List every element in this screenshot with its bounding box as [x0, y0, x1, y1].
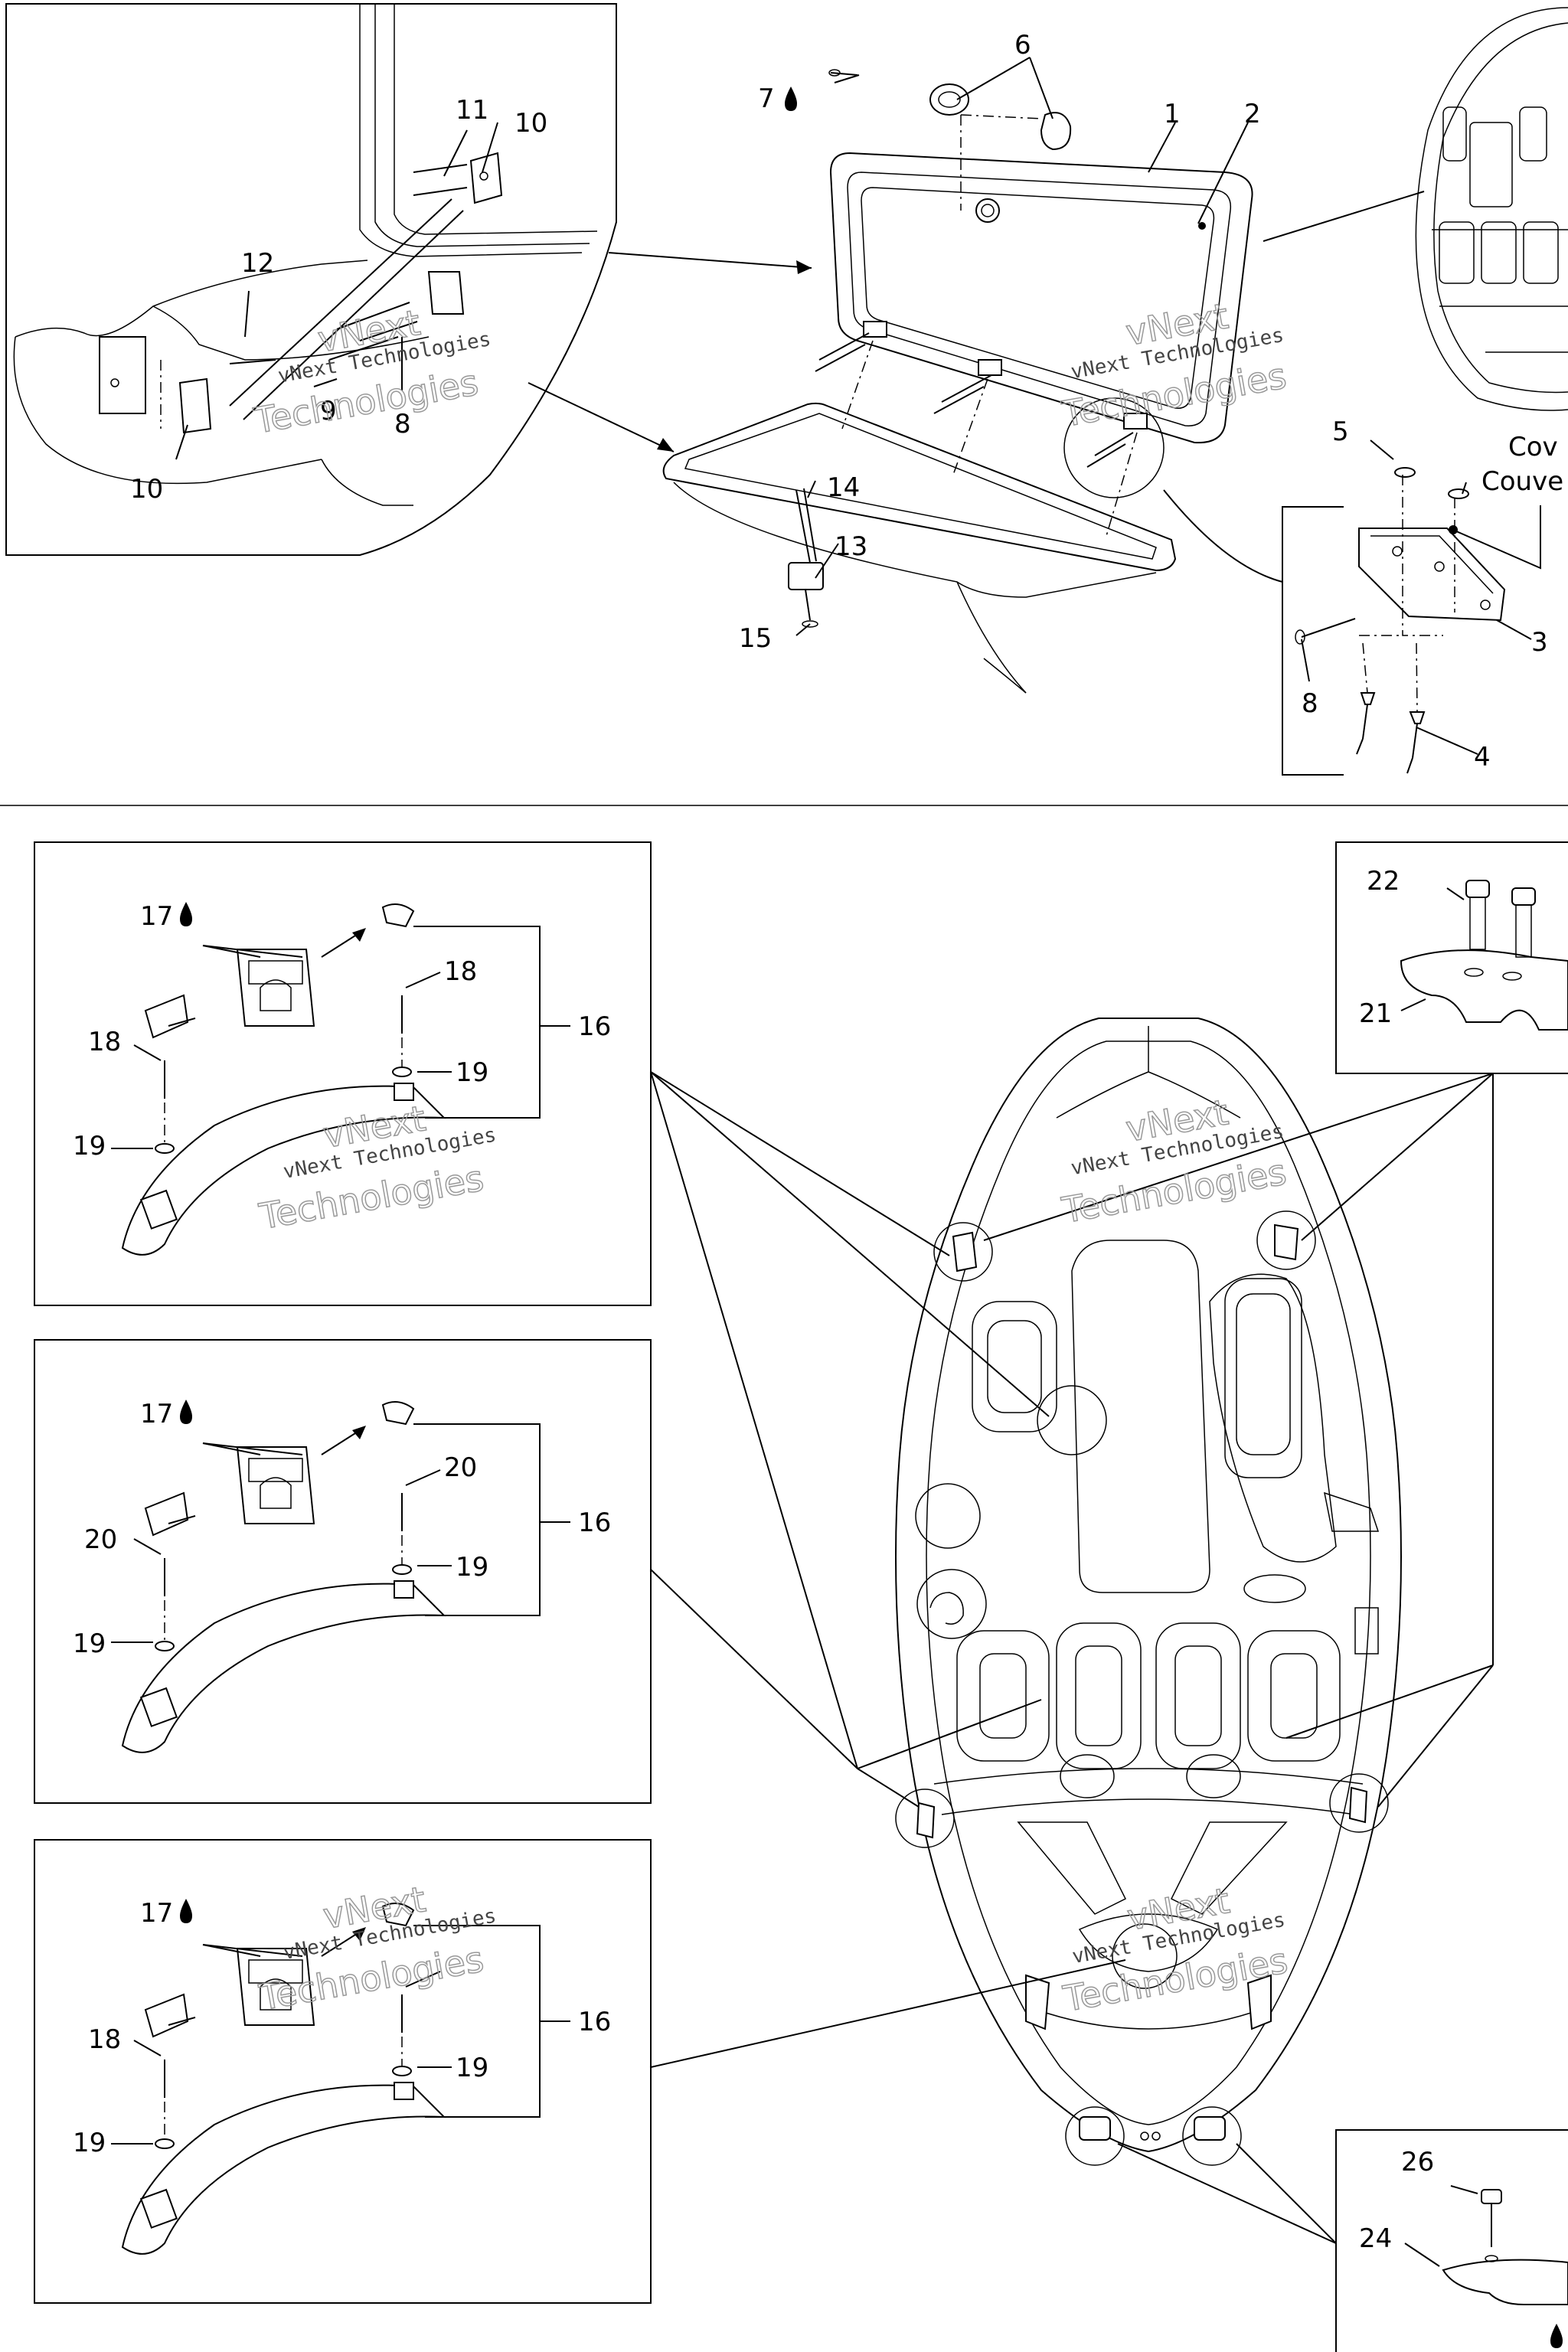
bumper-detail-box-3 [34, 1839, 652, 2304]
callout-12: 12 [241, 248, 274, 279]
callout-labels: 1 2 3 4 5 6 7 8 8 9 10 10 11 12 13 14 15… [73, 30, 1563, 2254]
callout-1: 1 [1164, 99, 1181, 129]
callout-17a: 17 [140, 901, 173, 932]
callout-19d: 19 [73, 1628, 106, 1659]
drop-icon [785, 87, 797, 111]
detail-frame-hinge [5, 3, 617, 556]
hull-thumbnail-top [1415, 7, 1568, 411]
callout-10a: 10 [514, 108, 547, 139]
callout-8a: 8 [394, 409, 411, 439]
hinge-detail-frame [1282, 467, 1506, 776]
callout-11: 11 [456, 95, 488, 126]
callout-20b: 20 [84, 1524, 117, 1555]
callout-22: 22 [1367, 866, 1400, 897]
callout-19e: 19 [456, 2053, 488, 2083]
callout-19b: 19 [73, 1131, 106, 1161]
callout-17b: 17 [140, 1399, 173, 1429]
callout-8b: 8 [1302, 688, 1318, 719]
callout-9: 9 [320, 396, 337, 426]
drop-icon [1550, 2324, 1563, 2348]
callout-20a: 20 [444, 1452, 477, 1483]
callout-18b: 18 [88, 1027, 121, 1057]
callout-10b: 10 [130, 474, 163, 505]
callout-17c: 17 [140, 1898, 173, 1929]
callout-3: 3 [1531, 627, 1548, 658]
bumper-detail-box-1 [34, 841, 652, 1306]
cover-note-line1: Cov [1508, 432, 1558, 462]
cleat-detail-box [1335, 841, 1568, 1074]
callout-21: 21 [1359, 998, 1392, 1029]
drop-icon [180, 902, 192, 926]
callout-16a: 16 [578, 1011, 611, 1042]
drop-icon [180, 1899, 192, 1923]
stern-detail-box [1335, 2129, 1568, 2352]
watercraft-hull-top-view [895, 1018, 1402, 2166]
drop-icons [180, 87, 1563, 2348]
drop-icon [180, 1400, 192, 1424]
bumper-detail-box-2 [34, 1339, 652, 1804]
callout-13: 13 [835, 531, 867, 562]
callout-14: 14 [827, 472, 860, 503]
storage-cover-lid [815, 152, 1253, 468]
callout-16c: 16 [578, 2007, 611, 2037]
callout-19a: 19 [456, 1057, 488, 1088]
callout-19f: 19 [73, 2128, 106, 2158]
callout-15: 15 [739, 623, 772, 654]
cap-parts [828, 69, 1072, 151]
top-leader-lines [175, 57, 1541, 755]
callout-7: 7 [758, 83, 775, 114]
callout-18a: 18 [444, 956, 477, 987]
bottom-leader-lines [650, 1071, 1494, 2244]
storage-bin [662, 114, 1177, 694]
cover-note-line2: Couve [1481, 466, 1563, 497]
callout-26: 26 [1401, 2147, 1434, 2177]
callout-5: 5 [1332, 416, 1349, 447]
callout-4: 4 [1474, 742, 1491, 773]
callout-6: 6 [1014, 30, 1031, 60]
callout-18c: 18 [88, 2024, 121, 2055]
callout-19c: 19 [456, 1552, 488, 1583]
callout-24: 24 [1359, 2223, 1392, 2254]
callout-16b: 16 [578, 1508, 611, 1538]
callout-2: 2 [1244, 99, 1261, 129]
